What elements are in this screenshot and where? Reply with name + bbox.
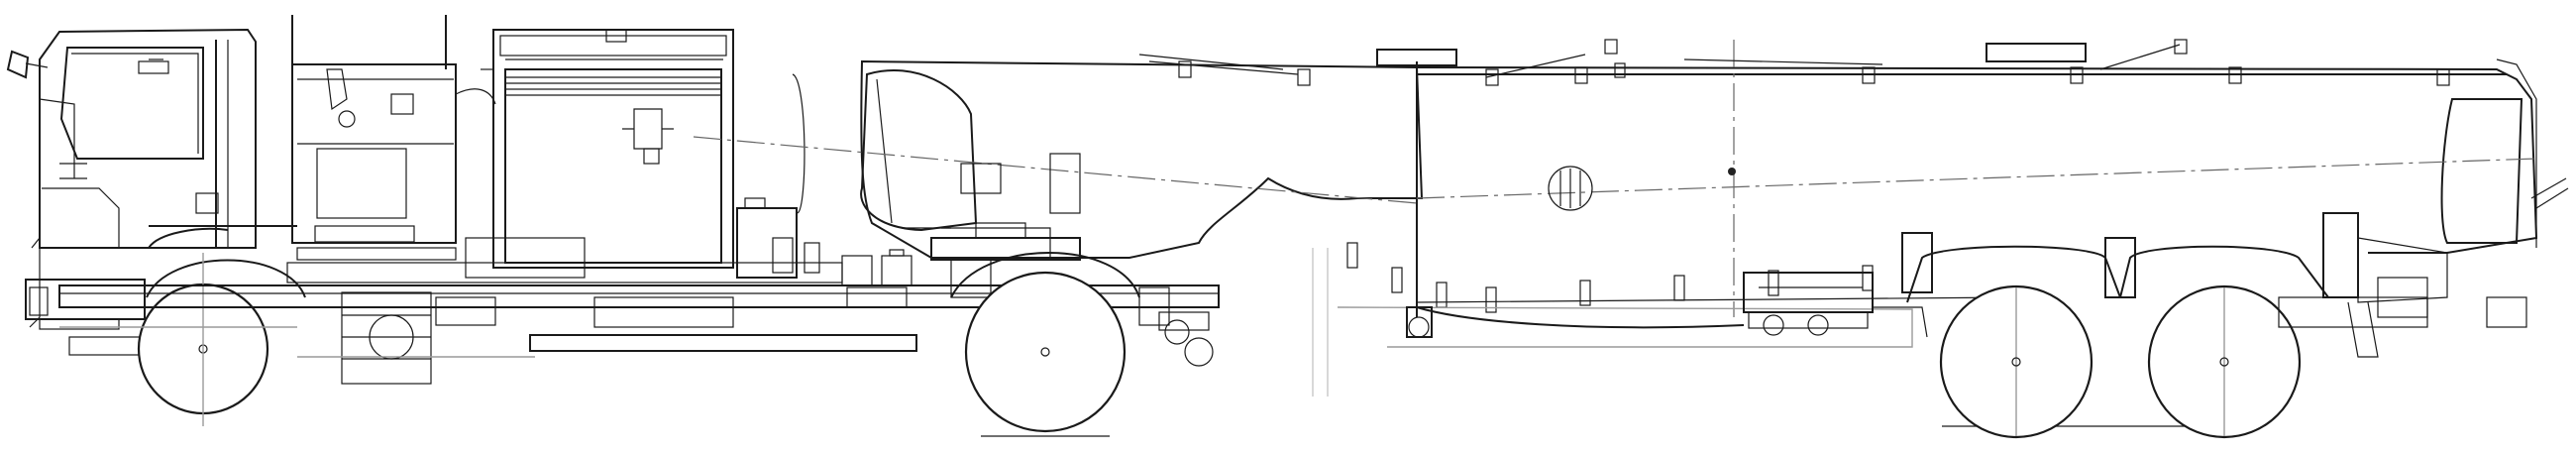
trailer-fenders	[1901, 212, 2448, 318]
tractor-chassis	[58, 237, 1220, 385]
equipment-block	[736, 73, 912, 286]
dispenser-cabinet	[1743, 272, 1928, 338]
service-module	[291, 15, 496, 261]
access-ladder	[341, 291, 432, 385]
cab-window	[59, 47, 204, 160]
tank-front-details	[941, 153, 1081, 258]
trailer-wheel-1	[1939, 284, 2093, 439]
cabinet-compartment	[481, 29, 734, 269]
fifth-wheel-assembly	[846, 222, 1140, 308]
top-walkway	[1138, 39, 2450, 86]
trailer-rear	[2278, 296, 2527, 358]
trailer-wheel-2	[2147, 284, 2302, 439]
tractor-rear-gear	[1138, 286, 1214, 367]
tractor-drive-wheel	[964, 271, 1127, 433]
tractor-front-wheel	[137, 253, 306, 426]
manhole-cover-icon	[1548, 166, 1593, 211]
door-handle	[195, 192, 219, 214]
mirror-icon	[6, 50, 30, 79]
trailer-frame	[1337, 296, 2012, 348]
semitrailer-tank	[693, 40, 2569, 317]
tractor-cab	[6, 28, 297, 356]
tank-front-head	[860, 69, 978, 232]
tank-rear-head	[2440, 98, 2523, 244]
